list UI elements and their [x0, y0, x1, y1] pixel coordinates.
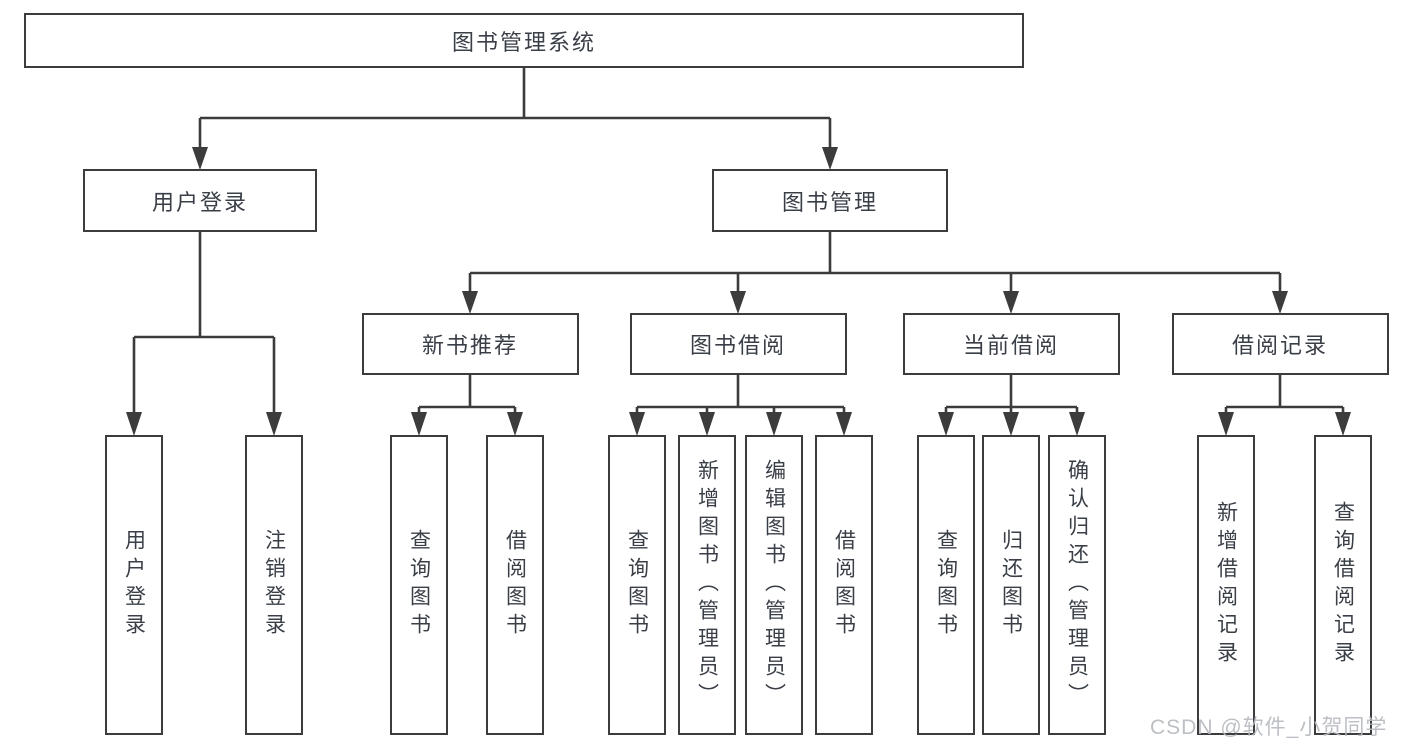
leaf-borrow-books-recommend: 借阅图书: [486, 435, 544, 735]
node-user-login-label: 用户登录: [151, 189, 248, 215]
leaf-label: 确认归还（管理员）: [1065, 459, 1089, 711]
leaf-borrow-books: 借阅图书: [815, 435, 873, 735]
leaf-user-login: 用户登录: [105, 435, 163, 735]
leaf-query-books-recommend: 查询图书: [390, 435, 448, 735]
leaf-add-borrow-record: 新增借阅记录: [1197, 435, 1255, 735]
watermark: CSDN @软件_小贺同学: [1150, 716, 1388, 739]
leaf-label: 新增图书（管理员）: [695, 459, 719, 711]
node-book-borrow: 图书借阅: [629, 313, 847, 375]
leaf-label: 归还图书: [999, 529, 1023, 641]
node-current-borrow: 当前借阅: [902, 313, 1120, 375]
leaf-label: 借阅图书: [503, 529, 527, 641]
leaf-confirm-return-admin: 确认归还（管理员）: [1048, 435, 1106, 735]
node-root: 图书管理系统: [24, 13, 1024, 68]
node-user-login: 用户登录: [83, 169, 317, 232]
leaf-label: 查询图书: [625, 529, 649, 641]
leaf-add-books-admin: 新增图书（管理员）: [678, 435, 736, 735]
leaf-label: 查询借阅记录: [1331, 501, 1355, 669]
leaf-logout: 注销登录: [245, 435, 303, 735]
node-book-borrow-label: 图书借阅: [689, 333, 786, 358]
node-new-book-recommend-label: 新书推荐: [421, 333, 518, 358]
node-borrow-records-label: 借阅记录: [1231, 333, 1328, 358]
node-current-borrow-label: 当前借阅: [962, 333, 1059, 358]
leaf-label: 编辑图书（管理员）: [762, 459, 786, 711]
node-book-management-label: 图书管理: [781, 189, 878, 215]
node-new-book-recommend: 新书推荐: [361, 313, 579, 375]
leaf-edit-books-admin: 编辑图书（管理员）: [745, 435, 803, 735]
leaf-label: 用户登录: [122, 529, 146, 641]
leaf-label: 新增借阅记录: [1214, 501, 1238, 669]
leaf-label: 注销登录: [262, 529, 286, 641]
leaf-label: 查询图书: [407, 529, 431, 641]
node-borrow-records: 借阅记录: [1171, 313, 1389, 375]
leaf-label: 查询图书: [934, 529, 958, 641]
leaf-query-books-borrow: 查询图书: [608, 435, 666, 735]
leaf-query-borrow-record: 查询借阅记录: [1314, 435, 1372, 735]
leaf-return-books: 归还图书: [982, 435, 1040, 735]
node-book-management: 图书管理: [712, 169, 948, 232]
leaf-query-books-current: 查询图书: [917, 435, 975, 735]
leaf-label: 借阅图书: [832, 529, 856, 641]
node-root-label: 图书管理系统: [451, 29, 596, 55]
